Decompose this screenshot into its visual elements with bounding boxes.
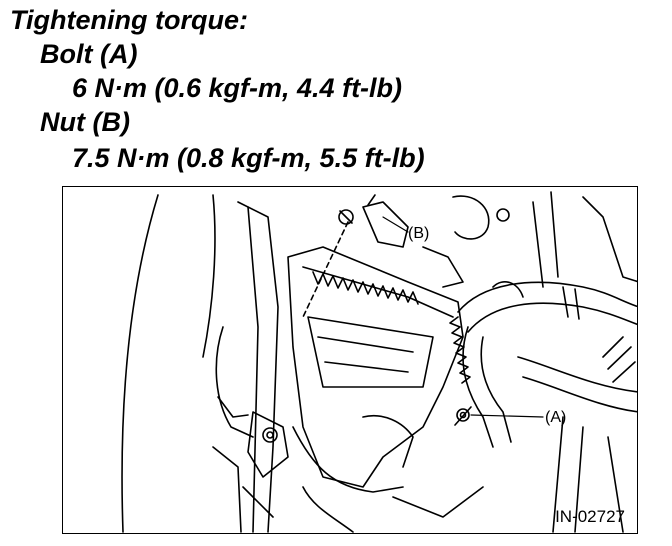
engine-bay-illustration: (B) (A) IN-02727: [62, 186, 638, 534]
torque-heading: Tightening torque:: [10, 5, 248, 35]
figure-id: IN-02727: [555, 507, 625, 526]
bolt-label: Bolt (A): [40, 39, 138, 69]
nut-label: Nut (B): [40, 107, 130, 137]
bolt-torque-value: 6 N·m (0.6 kgf-m, 4.4 ft-lb): [72, 73, 403, 103]
callout-nut-b: (B): [408, 225, 430, 242]
engine-bay-line-drawing-icon: [121, 191, 637, 533]
callout-bolt-a: (A): [545, 409, 567, 426]
nut-torque-value: 7.5 N·m (0.8 kgf-m, 5.5 ft-lb): [72, 143, 425, 173]
